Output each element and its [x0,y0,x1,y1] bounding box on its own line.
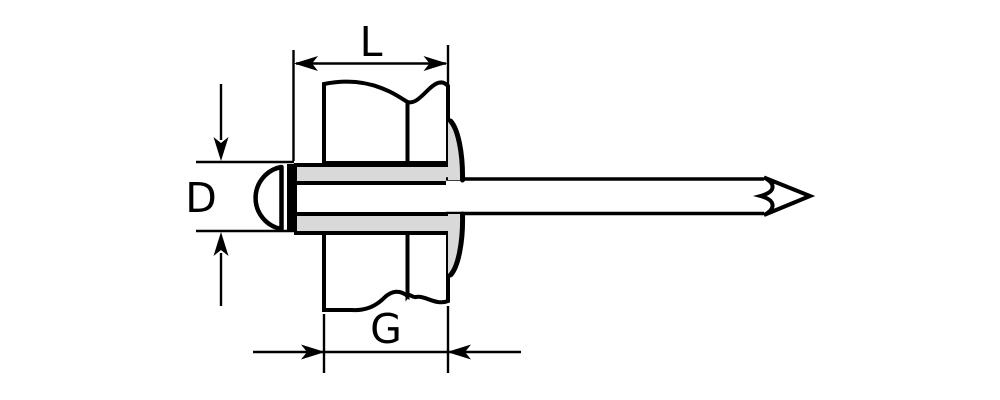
plate-bottom-left [322,230,410,313]
head-dome [253,164,284,232]
head-flange [287,164,295,231]
arrowhead-right-icon [423,56,448,71]
sleeve-wall-top [297,167,448,181]
arrowhead-left-icon [294,56,318,71]
plate-top-left [322,79,410,165]
arrowhead-down-icon [213,137,229,161]
plate-top-right [405,80,450,165]
mandrel [446,175,816,217]
bulged-tail [448,118,466,278]
arrowhead-left-icon [447,344,471,360]
dimension-length: L [292,18,450,161]
dimension-label-G: G [370,305,402,353]
tail-lobe-bottom [448,214,464,274]
plate-bottom-right [405,230,450,305]
mandrel-stem [446,177,765,215]
tail-lobe-bottom-outline [448,211,466,278]
dimension-label-L: L [360,18,383,66]
rivet-sleeve [294,163,449,235]
tail-lobe-top-outline [448,118,466,183]
arrowhead-right-icon [301,344,325,360]
sleeve-bore [297,185,448,212]
mandrel-break-tip [752,175,816,217]
sleeve-wall-bottom [297,216,448,231]
dimension-diameter: D [185,84,294,306]
dimension-label-D: D [185,174,217,222]
rivet-head [253,164,295,232]
tail-lobe-top [448,122,464,180]
arrowhead-up-icon [213,232,229,256]
dimension-grip: G [253,305,521,373]
